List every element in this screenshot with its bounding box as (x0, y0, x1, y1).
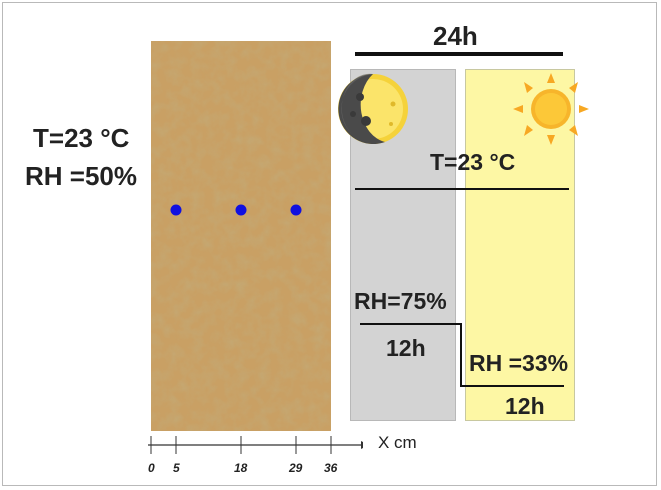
cycle-duration-label: 24h (433, 21, 478, 51)
moon-icon (338, 73, 408, 144)
x-axis-tick-label-5: 5 (173, 461, 180, 475)
temperature-line (355, 188, 569, 190)
x-axis-tick-label-36: 36 (324, 461, 338, 475)
sensor-group (170, 204, 302, 216)
day-humidity-line (462, 385, 564, 387)
humidity-step-line (460, 323, 462, 387)
ambient-humidity-label: RH =50% (25, 161, 137, 191)
day-humidity-label: RH =33% (469, 350, 569, 376)
night-humidity-line (360, 323, 460, 325)
x-axis-arrow (361, 441, 363, 449)
x-axis-tick-label-18: 18 (234, 461, 248, 475)
sensor-dot-2 (235, 204, 247, 216)
x-axis-tick-label-0: 0 (148, 461, 155, 475)
sample-diagram (148, 41, 363, 454)
cycle-duration-bar (355, 52, 563, 56)
ambient-temperature-label: T=23 °C (33, 123, 130, 153)
day-duration-label: 12h (505, 393, 545, 419)
x-axis-label: X cm (378, 433, 417, 452)
sensor-dot-1 (170, 204, 182, 216)
x-axis-ticks (150, 436, 332, 454)
figure-frame: T=23 °C RH =50% X cm 0 5 18 29 36 24h (2, 2, 657, 486)
cycle-temperature-label: T=23 °C (430, 149, 516, 175)
material-texture (151, 41, 331, 431)
sun-icon (513, 73, 589, 145)
sensor-dot-3 (290, 204, 302, 216)
night-humidity-label: RH=75% (354, 288, 447, 314)
night-duration-label: 12h (386, 335, 426, 361)
x-axis-tick-label-29: 29 (289, 461, 303, 475)
